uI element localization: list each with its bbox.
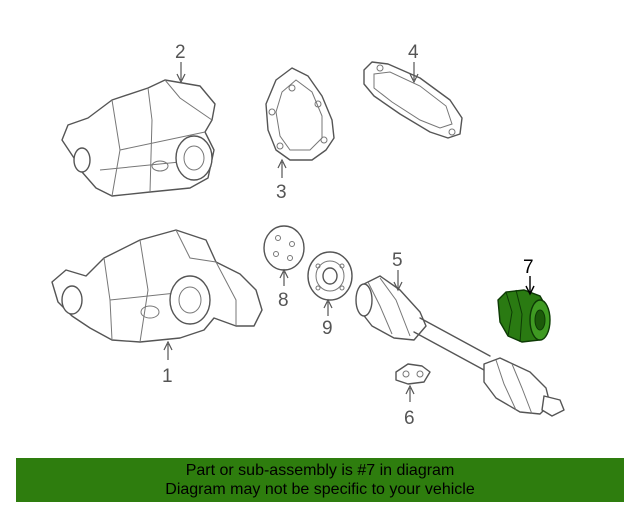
banner-line-2: Diagram may not be specific to your vehi… [165, 481, 475, 498]
exploded-parts-diagram: 2 3 4 1 [51, 42, 565, 429]
callout-4[interactable]: 4 [408, 42, 419, 63]
arrow-6 [405, 384, 415, 395]
arrow-4 [409, 73, 419, 84]
callout-1[interactable]: 1 [162, 366, 173, 387]
part-6-bracket[interactable] [395, 363, 431, 385]
callout-6[interactable]: 6 [404, 408, 415, 429]
arrow-5 [393, 281, 403, 292]
part-2-differential-housing[interactable] [61, 79, 216, 197]
part-9-flange[interactable] [307, 251, 353, 301]
part-4-gasket-plate[interactable] [363, 61, 463, 139]
part-1-differential-assembly[interactable] [51, 229, 263, 343]
arrow-2 [176, 73, 186, 84]
part-7-boot-kit-highlighted[interactable] [497, 289, 551, 343]
part-3-cover-gasket[interactable] [265, 67, 335, 161]
banner-line-1: Part or sub-assembly is #7 in diagram [185, 462, 455, 479]
arrow-3 [277, 158, 287, 169]
callout-5[interactable]: 5 [392, 250, 403, 271]
callout-3[interactable]: 3 [276, 182, 287, 203]
part-5-axle-shaft[interactable] [355, 275, 565, 417]
callout-2[interactable]: 2 [175, 42, 186, 63]
info-banner: Part or sub-assembly is #7 in diagram Di… [16, 458, 624, 502]
arrow-1 [163, 340, 173, 351]
callout-7[interactable]: 7 [523, 257, 534, 278]
arrow-8 [279, 268, 289, 279]
callout-8[interactable]: 8 [278, 290, 289, 311]
arrow-9 [323, 298, 333, 309]
arrow-7 [525, 285, 535, 296]
callout-9[interactable]: 9 [322, 318, 333, 339]
part-8-round-cover[interactable] [263, 225, 305, 271]
